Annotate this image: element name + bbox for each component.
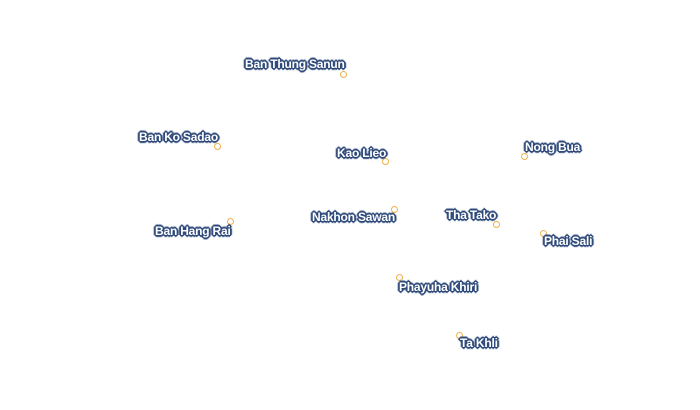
place-label: Ban Hang Rai bbox=[155, 224, 231, 238]
place-label: Ban Ko Sadao bbox=[139, 130, 218, 144]
place-label: Phai Sali bbox=[544, 234, 593, 248]
place-marker[interactable] bbox=[493, 221, 500, 228]
place-marker[interactable] bbox=[227, 218, 234, 225]
place-label: Nakhon Sawan bbox=[312, 210, 395, 224]
place-label: Ta Khli bbox=[460, 336, 498, 350]
place-label: Nong Bua bbox=[525, 140, 581, 154]
place-marker[interactable] bbox=[521, 153, 528, 160]
place-marker[interactable] bbox=[396, 274, 403, 281]
place-marker[interactable] bbox=[540, 230, 547, 237]
place-marker[interactable] bbox=[214, 143, 221, 150]
place-label: Phayuha Khiri bbox=[399, 280, 478, 294]
place-marker[interactable] bbox=[340, 71, 347, 78]
place-label: Tha Tako bbox=[446, 208, 497, 222]
place-marker[interactable] bbox=[391, 206, 398, 213]
place-marker[interactable] bbox=[382, 158, 389, 165]
place-marker[interactable] bbox=[456, 332, 463, 339]
place-label: Ban Thung Sanun bbox=[245, 57, 345, 71]
place-label: Kao Lieo bbox=[337, 146, 387, 160]
